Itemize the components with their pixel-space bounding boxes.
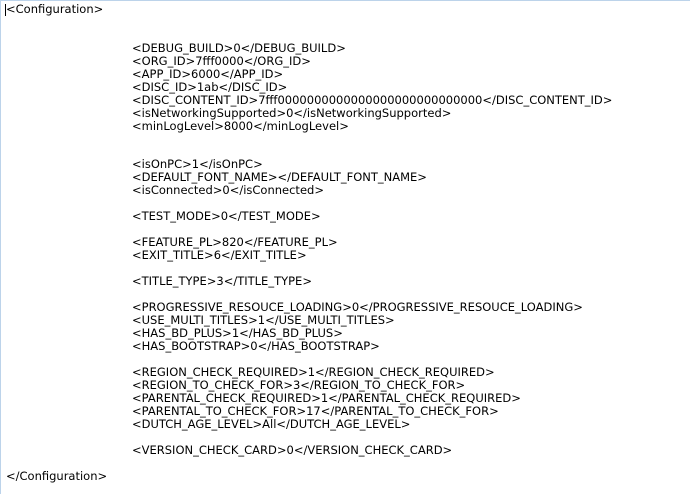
xml-line-parental-to-check-for: <PARENTAL_TO_CHECK_FOR>17</PARENTAL_TO_C… [132,404,499,418]
xml-line-is-networking: <isNetworkingSupported>0</isNetworkingSu… [132,106,452,120]
xml-line-use-multi-titles: <USE_MULTI_TITLES>1</USE_MULTI_TITLES> [132,313,395,327]
xml-line-test-mode: <TEST_MODE>0</TEST_MODE> [132,209,321,223]
xml-line-default-font-name: <DEFAULT_FONT_NAME></DEFAULT_FONT_NAME> [132,170,427,184]
xml-line-is-connected: <isConnected>0</isConnected> [132,183,324,197]
xml-line-disc-content-id: <DISC_CONTENT_ID>7fff0000000000000000000… [132,93,613,107]
xml-line-exit-title: <EXIT_TITLE>6</EXIT_TITLE> [132,248,307,262]
xml-line-region-to-check-for: <REGION_TO_CHECK_FOR>3</REGION_TO_CHECK_… [132,378,466,392]
xml-line-progressive-loading: <PROGRESSIVE_RESOUCE_LOADING>0</PROGRESS… [132,300,583,314]
xml-line-dutch-age-level: <DUTCH_AGE_LEVEL>All</DUTCH_AGE_LEVEL> [132,417,411,431]
xml-line-region-check-required: <REGION_CHECK_REQUIRED>1</REGION_CHECK_R… [132,365,495,379]
xml-line-parental-check-required: <PARENTAL_CHECK_REQUIRED>1</PARENTAL_CHE… [132,391,521,405]
xml-line-has-bootstrap: <HAS_BOOTSTRAP>0</HAS_BOOTSTRAP> [132,339,380,353]
text-caret [5,4,6,16]
xml-line-has-bd-plus: <HAS_BD_PLUS>1</HAS_BD_PLUS> [132,326,343,340]
configuration-open-tag: <Configuration> [6,2,104,16]
xml-line-app-id: <APP_ID>6000</APP_ID> [132,67,284,81]
xml-line-disc-id: <DISC_ID>1ab</DISC_ID> [132,80,288,94]
xml-line-debug-build: <DEBUG_BUILD>0</DEBUG_BUILD> [132,41,346,55]
xml-line-is-on-pc: <isOnPC>1</isOnPC> [132,157,263,171]
xml-line-min-log-level: <minLogLevel>8000</minLogLevel> [132,119,349,133]
xml-line-title-type: <TITLE_TYPE>3</TITLE_TYPE> [132,274,312,288]
configuration-close-tag: </Configuration> [6,469,108,483]
xml-line-version-check-card: <VERSION_CHECK_CARD>0</VERSION_CHECK_CAR… [132,443,453,457]
xml-line-feature-pl: <FEATURE_PL>820</FEATURE_PL> [132,235,338,249]
xml-line-org-id: <ORG_ID>7fff0000</ORG_ID> [132,54,311,68]
